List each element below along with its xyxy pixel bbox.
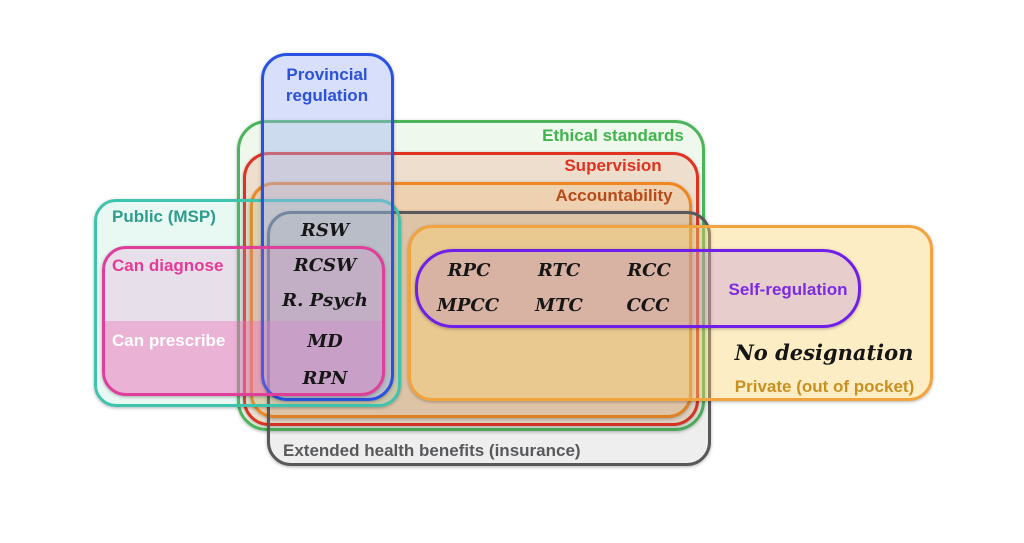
provincial-regulation-label: Provincial regulation <box>285 65 369 105</box>
member-md: MD <box>307 331 343 352</box>
member-ccc: CCC <box>626 295 670 316</box>
set-supervision <box>243 152 699 426</box>
no-designation-label: No designation <box>734 340 914 365</box>
extended-health-benefits-label: Extended health benefits (insurance) <box>283 441 581 460</box>
region-can-prescribe <box>105 321 382 393</box>
set-ethical-standards <box>237 120 705 431</box>
member-mpcc: MPCC <box>436 295 500 316</box>
set-self-regulation <box>415 249 861 328</box>
member-r-psych: R. Psych <box>282 290 368 311</box>
member-rpn: RPN <box>302 368 348 389</box>
accountability-label: Accountability <box>555 186 673 205</box>
ethical-standards-label: Ethical standards <box>542 126 684 145</box>
set-can-diagnose <box>102 246 385 396</box>
member-rcsw: RCSW <box>293 255 357 276</box>
supervision-label: Supervision <box>564 156 662 175</box>
self-regulation-label: Self-regulation <box>728 280 848 299</box>
member-rcc: RCC <box>627 260 671 281</box>
set-extended-health-benefits <box>267 211 711 466</box>
member-rpc: RPC <box>447 260 491 281</box>
can-diagnose-label: Can diagnose <box>112 256 224 275</box>
set-accountability <box>250 182 692 418</box>
set-public-msp <box>94 199 401 407</box>
member-rsw: RSW <box>300 220 350 241</box>
member-mtc: MTC <box>535 295 583 316</box>
public-msp-label: Public (MSP) <box>112 207 216 226</box>
member-rtc: RTC <box>537 260 581 281</box>
private-out-of-pocket-label: Private (out of pocket) <box>734 377 915 396</box>
can-prescribe-label: Can prescribe <box>112 331 226 350</box>
set-provincial-regulation <box>261 53 394 401</box>
